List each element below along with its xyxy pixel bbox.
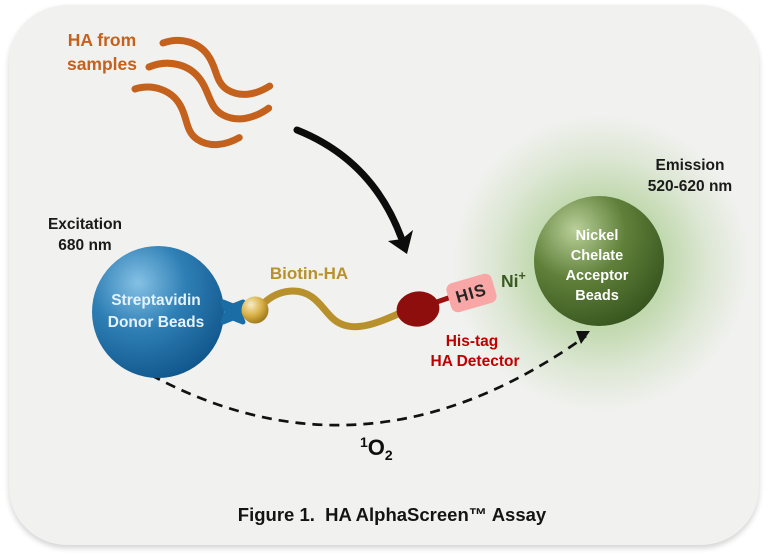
- his-tag-badge: [446, 273, 497, 313]
- ha-sample-strands: [127, 33, 273, 156]
- singlet-oxygen-symbol: O: [368, 435, 385, 460]
- acceptor-line2: Chelate: [571, 248, 623, 264]
- ha-from-samples-line1: HA from: [68, 30, 136, 50]
- flow-arrow: [293, 126, 405, 241]
- nickel-ion-charge: +: [519, 269, 526, 283]
- his-detector-label: His-tag HA Detector: [431, 333, 520, 370]
- streptavidin-biotin-link-icon: [220, 299, 246, 325]
- ha-from-samples-label: HA from samples: [67, 30, 137, 74]
- biotin-ha-label: Biotin-HA: [270, 264, 348, 283]
- detector-line2: HA Detector: [431, 353, 520, 370]
- biotin-ha-chain: [260, 287, 402, 331]
- flow-arrowhead-icon: [388, 230, 413, 254]
- biotin-bead: [241, 296, 269, 324]
- emission-line2: 520-620 nm: [648, 178, 732, 195]
- singlet-oxygen-sup: 1: [360, 434, 368, 450]
- donor-line2: Donor Beads: [108, 314, 204, 331]
- excitation-line1: Excitation: [48, 216, 122, 233]
- figure-caption: Figure 1. HA AlphaScreen™ Assay: [238, 504, 547, 525]
- ha-detector-protein: [396, 291, 440, 327]
- emission-label: Emission 520-620 nm: [648, 157, 732, 195]
- acceptor-bead-label: Nickel Chelate Acceptor Beads: [566, 228, 629, 304]
- singlet-oxygen-sub: 2: [385, 447, 393, 463]
- excitation-label: Excitation 680 nm: [48, 216, 122, 254]
- singlet-oxygen-label: 1O2: [360, 434, 393, 463]
- singlet-oxygen-arrowhead-icon: [576, 331, 590, 344]
- singlet-oxygen-arc: [150, 334, 587, 427]
- emission-line1: Emission: [656, 157, 725, 174]
- donor-bead-label: Streptavidin Donor Beads: [108, 292, 204, 331]
- acceptor-line3: Acceptor: [566, 268, 629, 284]
- detector-line1: His-tag: [446, 333, 499, 350]
- ha-from-samples-line2: samples: [67, 54, 137, 74]
- nickel-chelate-acceptor-bead: [534, 196, 664, 326]
- nickel-ion-symbol: Ni: [501, 271, 519, 291]
- streptavidin-donor-bead: [92, 246, 224, 378]
- acceptor-line1: Nickel: [576, 228, 619, 244]
- excitation-line2: 680 nm: [58, 237, 111, 254]
- donor-line1: Streptavidin: [111, 292, 201, 309]
- acceptor-line4: Beads: [575, 288, 619, 304]
- nickel-ion-label: Ni+: [501, 269, 526, 291]
